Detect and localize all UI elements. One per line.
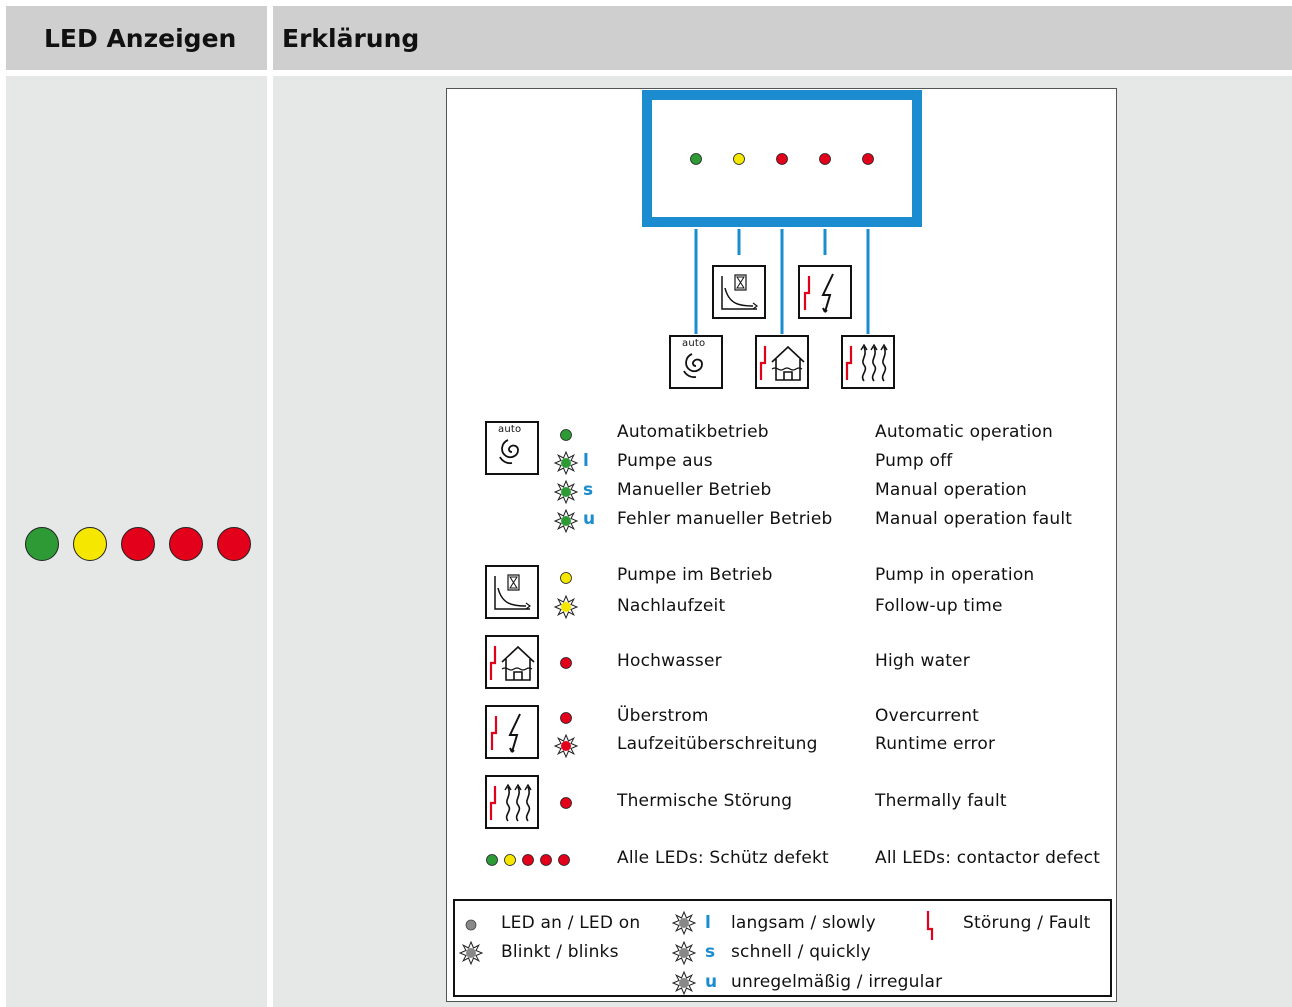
all-led-red-2 bbox=[540, 854, 552, 866]
legend-fault: Störung / Fault bbox=[963, 913, 1091, 933]
row-de-1: Pumpe aus bbox=[617, 451, 713, 471]
status-green-on bbox=[560, 429, 572, 441]
legend-led-on-icon bbox=[465, 919, 477, 931]
status-green-blink-u bbox=[554, 509, 578, 533]
led-green bbox=[25, 527, 59, 561]
led-diagram-panel: l s u Automatikbetrieb Pumpe aus Manuell… bbox=[446, 88, 1117, 1002]
timer-icon bbox=[712, 265, 766, 319]
row-de-7: Überstrom bbox=[617, 706, 709, 726]
legend-blinks: Blinkt / blinks bbox=[501, 942, 619, 962]
header-explanation-column: Erklärung bbox=[273, 6, 1292, 70]
diagram-graphics bbox=[453, 90, 1112, 997]
legend-l: l bbox=[705, 913, 711, 933]
led-yellow bbox=[73, 527, 107, 561]
header-explanation-label: Erklärung bbox=[282, 24, 420, 53]
legend-box bbox=[453, 899, 1112, 997]
row-de-10: Alle LEDs: Schütz defekt bbox=[617, 848, 829, 868]
list-high-water-icon bbox=[484, 634, 540, 690]
list-thermal-icon bbox=[484, 774, 540, 830]
list-overcurrent-icon bbox=[484, 704, 540, 760]
row-en-2: Manual operation bbox=[875, 480, 1027, 500]
row-de-4: Pumpe im Betrieb bbox=[617, 565, 773, 585]
status-red-thermal bbox=[560, 797, 572, 809]
row-de-9: Thermische Störung bbox=[617, 791, 793, 811]
all-led-yellow bbox=[504, 854, 516, 866]
header-led-column: LED Anzeigen bbox=[6, 6, 267, 70]
mode-u: u bbox=[583, 509, 596, 529]
legend-quick-icon bbox=[672, 941, 696, 965]
list-timer-icon bbox=[485, 565, 539, 619]
legend-irregular: unregelmäßig / irregular bbox=[731, 972, 943, 992]
legend-u: u bbox=[705, 972, 718, 992]
row-en-3: Manual operation fault bbox=[875, 509, 1073, 529]
high-water-icon bbox=[754, 334, 810, 390]
box-led-red-2 bbox=[819, 153, 831, 165]
led-red-2 bbox=[169, 527, 203, 561]
thermal-icon bbox=[840, 334, 896, 390]
header-led-label: LED Anzeigen bbox=[44, 24, 237, 53]
row-en-10: All LEDs: contactor defect bbox=[875, 848, 1101, 868]
legend-slowly: langsam / slowly bbox=[731, 913, 876, 933]
row-en-6: High water bbox=[875, 651, 970, 671]
row-de-0: Automatikbetrieb bbox=[617, 422, 769, 442]
mode-l: l bbox=[583, 451, 589, 471]
mode-s: s bbox=[583, 480, 594, 500]
led-red-3 bbox=[217, 527, 251, 561]
row-en-0: Automatic operation bbox=[875, 422, 1054, 442]
row-de-3: Fehler manueller Betrieb bbox=[617, 509, 833, 529]
legend-led-on: LED an / LED on bbox=[501, 913, 641, 933]
row-en-4: Pump in operation bbox=[875, 565, 1035, 585]
status-green-blink-s bbox=[554, 480, 578, 504]
row-en-8: Runtime error bbox=[875, 734, 996, 754]
status-red-high-water bbox=[560, 657, 572, 669]
status-green-blink-l bbox=[554, 451, 578, 475]
all-led-green bbox=[486, 854, 498, 866]
overcurrent-icon bbox=[797, 264, 853, 320]
legend-quickly: schnell / quickly bbox=[731, 942, 871, 962]
row-de-8: Laufzeitüberschreitung bbox=[617, 734, 818, 754]
row-en-9: Thermally fault bbox=[875, 791, 1007, 811]
legend-slow-icon bbox=[672, 911, 696, 935]
status-red-blink bbox=[554, 734, 578, 758]
row-de-5: Nachlaufzeit bbox=[617, 596, 726, 616]
box-led-yellow bbox=[733, 153, 745, 165]
all-led-red-3 bbox=[558, 854, 570, 866]
legend-blink-icon bbox=[459, 941, 483, 965]
row-en-7: Overcurrent bbox=[875, 706, 980, 726]
status-red-overcurrent bbox=[560, 712, 572, 724]
list-auto-icon-label: auto bbox=[498, 424, 522, 435]
status-yellow-on bbox=[560, 572, 572, 584]
led-red-1 bbox=[121, 527, 155, 561]
box-led-red-3 bbox=[862, 153, 874, 165]
legend-irregular-icon bbox=[672, 971, 696, 995]
row-de-2: Manueller Betrieb bbox=[617, 480, 772, 500]
row-en-1: Pump off bbox=[875, 451, 953, 471]
box-led-green bbox=[690, 153, 702, 165]
auto-icon-label: auto bbox=[682, 338, 706, 349]
row-de-6: Hochwasser bbox=[617, 651, 722, 671]
box-led-red-1 bbox=[776, 153, 788, 165]
status-yellow-blink bbox=[554, 595, 578, 619]
connector-lines bbox=[694, 229, 870, 334]
legend-s: s bbox=[705, 942, 716, 962]
all-led-red-1 bbox=[522, 854, 534, 866]
row-en-5: Follow-up time bbox=[875, 596, 1003, 616]
legend-fault-icon bbox=[926, 911, 934, 940]
